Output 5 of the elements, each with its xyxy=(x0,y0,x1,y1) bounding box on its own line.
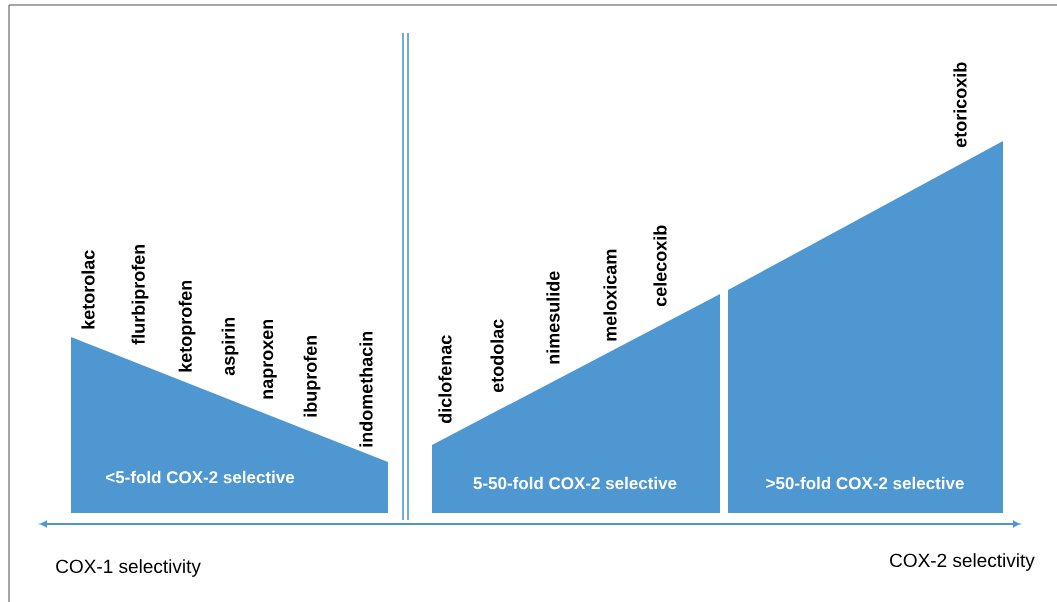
drug-name: diclofenac xyxy=(438,335,452,424)
drug-name: ibuprofen xyxy=(303,335,321,417)
drug-name: etodolac xyxy=(490,319,504,393)
axis-label: COX-2 selectivity xyxy=(890,553,1035,571)
axis-label: COX-1 selectivity xyxy=(56,559,201,577)
